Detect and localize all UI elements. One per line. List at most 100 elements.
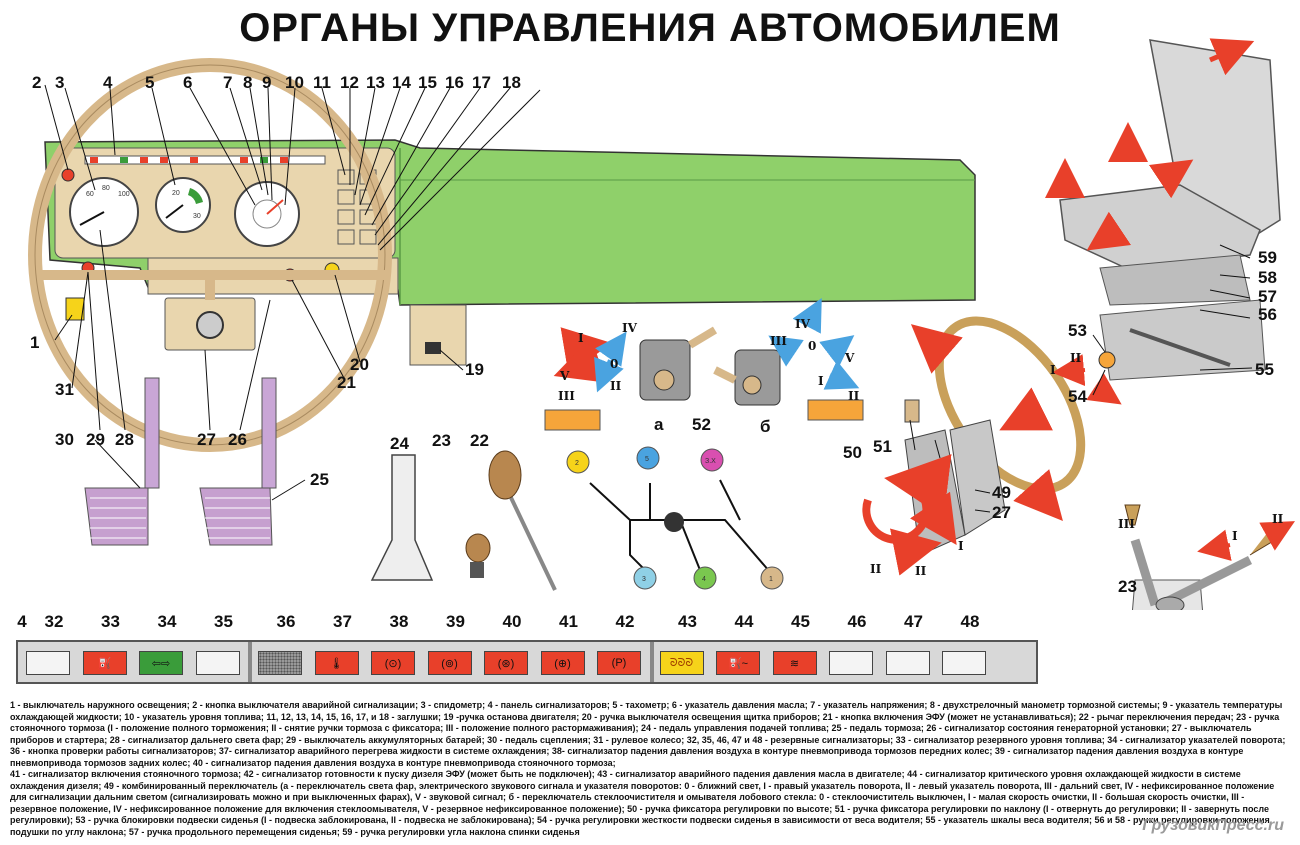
callout-30: 30 xyxy=(55,430,74,449)
switch-b-pos-I: I xyxy=(818,374,824,388)
lamp-number-10: 41 xyxy=(559,612,578,631)
callout-21: 21 xyxy=(337,373,356,392)
switch-b-letter: б xyxy=(760,417,771,436)
switch-b-pos-V: V xyxy=(844,351,855,365)
callout-23b: 23 xyxy=(1118,577,1137,596)
callout-52: 52 xyxy=(692,415,711,434)
warning-lamp-1 xyxy=(26,651,70,675)
lamp-number-5: 36 xyxy=(276,612,296,631)
steering-wheel xyxy=(28,58,392,452)
lamp-number-8: 39 xyxy=(446,612,465,631)
callout-12: 12 xyxy=(340,73,359,92)
legend-paragraph-2: 41 - сигнализатор включения стояночного … xyxy=(10,769,1275,837)
seat-pos-I: I xyxy=(1050,363,1056,377)
gear-5-label: 5 xyxy=(645,456,649,463)
warning-lamp-icon: (⊕) xyxy=(554,657,571,670)
gear-2-label: 2 xyxy=(575,460,579,467)
diagram-title: ОРГАНЫ УПРАВЛЕНИЯ АВТОМОБИЛЕМ xyxy=(239,6,1061,50)
lever-pos-I: I xyxy=(1232,529,1238,543)
warning-lamp-14: ≋ xyxy=(772,651,817,675)
lamp-number-3: 34 xyxy=(157,612,177,631)
warning-lamp-6: 🌡 xyxy=(314,651,359,675)
lamp-number-2: 33 xyxy=(101,612,120,631)
switch-a-pos-V: V xyxy=(559,369,570,383)
lamp-number-12: 43 xyxy=(678,612,697,631)
callout-20: 20 xyxy=(350,355,369,374)
seat-pos-II: II xyxy=(1070,351,1082,365)
column-pos-II-a: II xyxy=(870,562,882,576)
callout-57: 57 xyxy=(1258,287,1277,306)
lamp-number-16: 47 xyxy=(904,612,923,631)
warning-lamp-icon: (⊛) xyxy=(497,657,515,670)
callout-22: 22 xyxy=(470,431,489,450)
callout-27b: 27 xyxy=(992,503,1011,522)
warning-lamp-panel: ⛽⇦⇨🌡(⊙)(⊚)(⊛)(⊕)(P)ᘐᘐᘐ⛽~≋ xyxy=(16,640,1038,684)
callout-1: 1 xyxy=(30,333,39,352)
callout-13: 13 xyxy=(366,73,385,92)
warning-lamp-8: (⊚) xyxy=(427,651,472,675)
callout-11: 11 xyxy=(313,73,331,92)
lamp-number-0: 4 xyxy=(17,612,27,631)
warning-lamp-icon: 🌡 xyxy=(329,657,344,670)
tick-speed-80: 80 xyxy=(102,185,110,192)
callout-29: 29 xyxy=(86,430,105,449)
callout-2: 2 xyxy=(32,73,41,92)
callout-16: 16 xyxy=(445,73,464,92)
warning-lamp-icon: ≋ xyxy=(789,657,800,670)
dashboard xyxy=(44,139,976,366)
pedals xyxy=(84,377,434,581)
callout-7: 7 xyxy=(223,73,232,92)
callout-10: 10 xyxy=(285,73,304,92)
panel-separator-0 xyxy=(248,642,252,682)
callout-28: 28 xyxy=(115,430,134,449)
gear-4-label: 4 xyxy=(702,576,706,583)
switch-b-pos-0: 0 xyxy=(808,339,816,353)
lamp-number-6: 37 xyxy=(333,612,352,631)
switch-a: I IV 0 V II III а xyxy=(544,321,718,434)
warning-lamp-4 xyxy=(195,651,240,675)
lever-pos-III: III xyxy=(1118,517,1135,531)
gauge-tick-labels: 60 80 100 20 30 xyxy=(86,185,201,220)
switch-b-pos-IV: IV xyxy=(795,317,811,331)
column-pos-II-b: II xyxy=(915,564,927,578)
callout-6: 6 xyxy=(183,73,192,92)
callout-55: 55 xyxy=(1255,360,1274,379)
warning-lamp-5 xyxy=(258,651,302,675)
warning-lamp-2: ⛽ xyxy=(82,651,127,675)
callout-19: 19 xyxy=(465,360,484,379)
gear-lever xyxy=(465,450,557,591)
lamp-number-1: 32 xyxy=(44,612,64,631)
gear-shift-pattern: 2 5 З.Х 3 4 1 xyxy=(566,446,784,590)
switch-a-pos-IV: IV xyxy=(622,321,638,335)
warning-lamp-icon: ⇦⇨ xyxy=(151,657,171,670)
lamp-number-14: 45 xyxy=(791,612,810,631)
tick-tacho-20: 20 xyxy=(172,190,180,197)
warning-lamp-7: (⊙) xyxy=(371,651,415,675)
lamp-number-17: 48 xyxy=(960,612,980,631)
warning-lamp-icon: ⛽ xyxy=(97,657,112,670)
callout-49: 49 xyxy=(992,483,1011,502)
lamp-number-4: 35 xyxy=(214,612,233,631)
callout-17: 17 xyxy=(472,73,491,92)
watermark: ГрузовикПресс.ru xyxy=(1142,817,1284,834)
warning-lamp-10: (⊕) xyxy=(540,651,585,675)
switch-a-letter: а xyxy=(654,415,664,434)
warning-lamp-12: ᘐᘐᘐ xyxy=(659,651,704,675)
callout-54: 54 xyxy=(1068,387,1087,406)
callout-numbers: 2 3 4 5 6 7 8 9 10 11 12 13 14 15 16 17 … xyxy=(30,73,1277,596)
diagram-artwork: 60 80 100 20 30 xyxy=(28,38,1295,610)
warning-lamp-15 xyxy=(829,651,873,675)
steering-column: I II II xyxy=(862,316,1086,578)
gear-1-label: 1 xyxy=(769,576,773,583)
callout-9: 9 xyxy=(262,73,271,92)
leader-lines xyxy=(44,84,1253,513)
callout-4: 4 xyxy=(103,73,113,92)
legend: 1 - выключатель наружного освещения; 2 -… xyxy=(10,700,1292,838)
callout-24: 24 xyxy=(390,434,409,453)
callout-53: 53 xyxy=(1068,321,1087,340)
warning-lamp-icon: ᘐᘐᘐ xyxy=(669,656,694,669)
warning-lamp-icon: (⊚) xyxy=(441,657,458,670)
gear-reverse-label: З.Х xyxy=(705,458,716,465)
switch-a-pos-I: I xyxy=(578,331,584,345)
callout-31: 31 xyxy=(55,380,74,399)
